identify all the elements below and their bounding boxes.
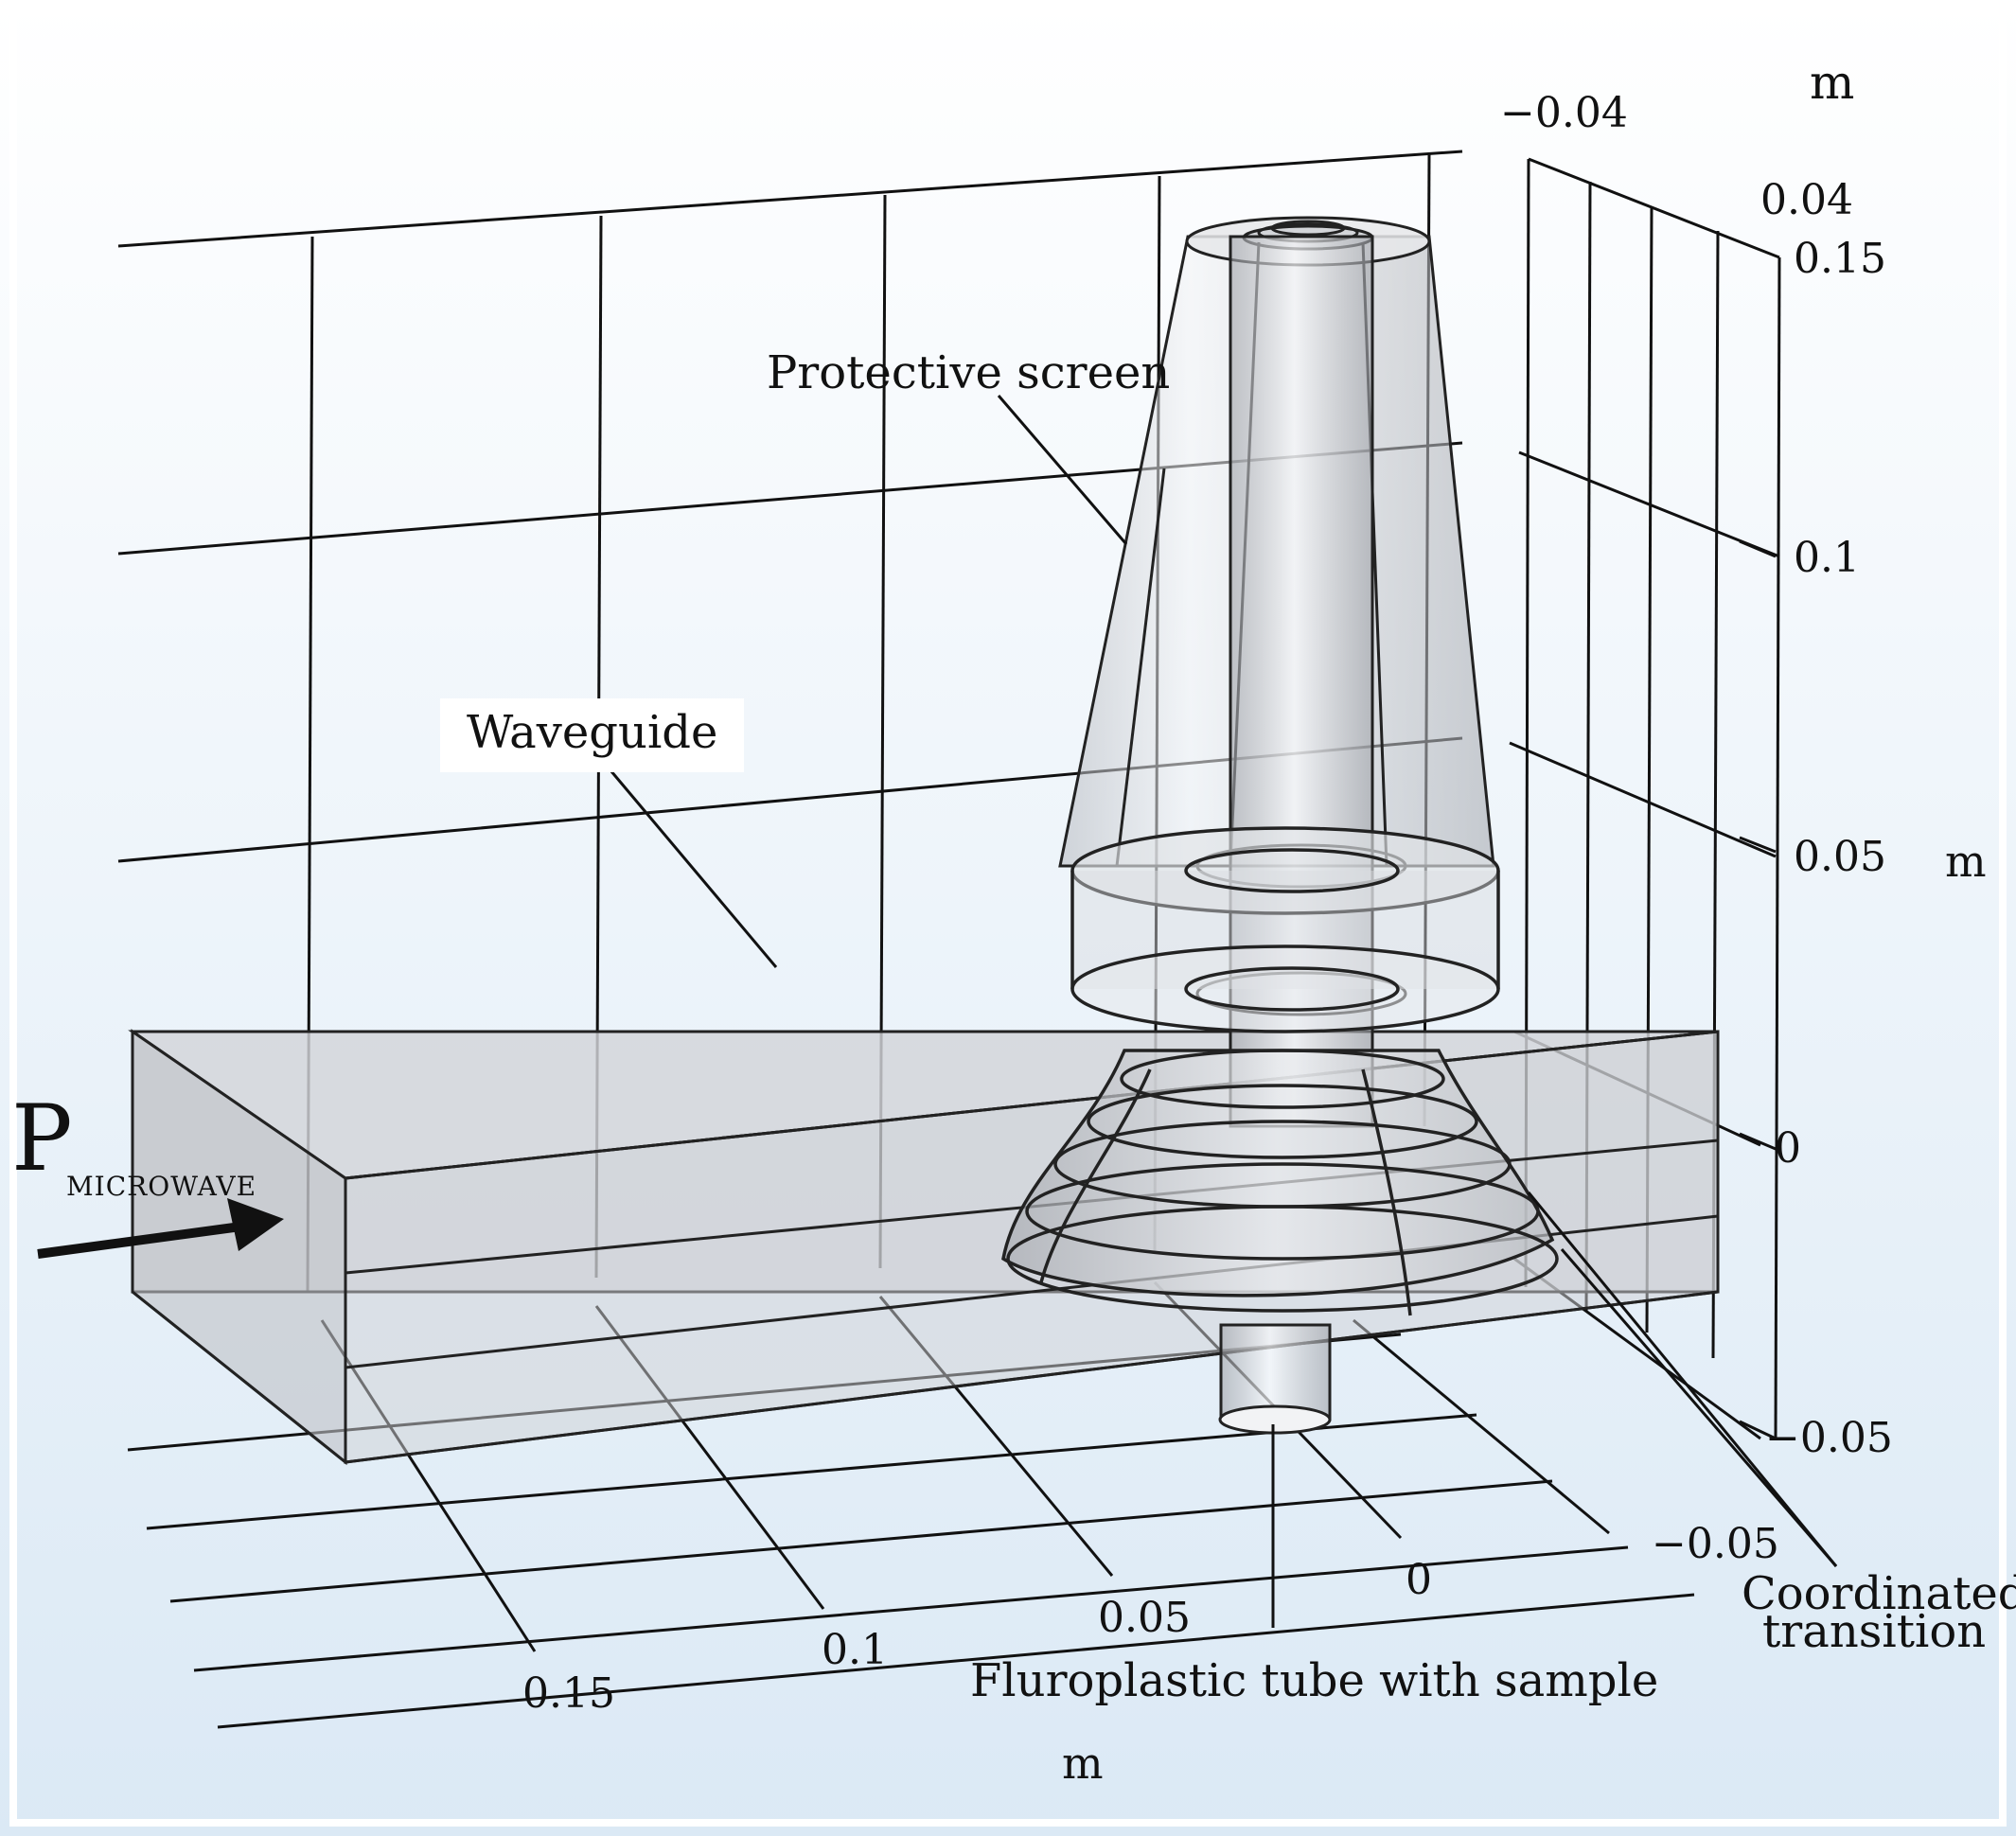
cone-top-inner-3: [1270, 220, 1346, 237]
microwave-input-arrow: [37, 1198, 284, 1259]
waveguide-edge-top-front: [345, 1030, 1719, 1180]
floor-grid-h-2: [146, 1413, 1477, 1530]
vertical-axis-tick-0.15: [1739, 836, 1777, 854]
bell-ring-4: [1087, 1084, 1478, 1159]
transition-label-line2: transition: [1762, 1605, 1987, 1658]
vertical-tick-0: 0: [1775, 1124, 1801, 1173]
right-grid-v-5: [1774, 256, 1781, 1439]
cone-edge-left-2: [1115, 468, 1166, 867]
waveguide-edge-bottom-front: [345, 1290, 1719, 1464]
waveguide-edge-bottom-left: [132, 1290, 346, 1464]
depth-tick-0.04: 0.04: [1760, 176, 1853, 224]
bell-ring-3: [1053, 1120, 1512, 1209]
floor-tick-0.1: 0.1: [822, 1626, 888, 1674]
leader-waveguide: [604, 764, 778, 968]
arrow-shaft: [37, 1221, 249, 1259]
flange-bottom: [1070, 944, 1500, 1033]
arrow-head: [227, 1198, 284, 1251]
tube-label: Fluroplastic tube with sample: [970, 1654, 1659, 1707]
depth-axis-unit: m: [1810, 55, 1855, 110]
floor-tick-neg0.05: −0.05: [1652, 1520, 1779, 1568]
flange-rings: [1070, 826, 1500, 1033]
vertical-tick-0.15: 0.15: [1794, 235, 1886, 283]
vertical-tick-0.05: 0.05: [1794, 833, 1886, 881]
vertical-axis-unit: m: [1945, 836, 1987, 887]
right-grid-top: [1528, 157, 1780, 259]
depth-tick-neg0.04: −0.04: [1500, 89, 1628, 137]
floor-tick-0.05: 0.05: [1098, 1594, 1191, 1642]
floor-grid-h-3: [169, 1479, 1553, 1603]
lower-tube-body: [1219, 1323, 1332, 1421]
power-symbol: P: [11, 1086, 73, 1192]
lower-tube-end: [1218, 1404, 1332, 1435]
floor-grid-h-5: [217, 1593, 1695, 1729]
back-grid-h-1: [117, 150, 1463, 248]
bell-ring-2: [1025, 1162, 1540, 1261]
callout-leaders: [604, 395, 1838, 1628]
leader-transition-1: [1527, 1192, 1838, 1567]
leader-protective-screen: [997, 395, 1128, 545]
floor-axis-unit: m: [1062, 1738, 1104, 1789]
flange-inner-bottom: [1184, 966, 1400, 1012]
transition-label-line1: Coordinated: [1742, 1567, 2016, 1620]
right-grid-plane: [1509, 157, 1781, 1440]
vertical-axis-tick-0.1: [1739, 539, 1777, 558]
protective-screen-label: Protective screen: [767, 346, 1171, 399]
lower-tube: [1218, 1323, 1332, 1435]
vertical-tick-0.1: 0.1: [1794, 534, 1860, 582]
floor-tick-0: 0: [1406, 1556, 1432, 1604]
right-grid-h-1: [1518, 450, 1780, 558]
vertical-tick-neg0.05: −0.05: [1765, 1414, 1893, 1462]
waveguide-label: Waveguide: [440, 698, 745, 772]
power-subscript: MICROWAVE: [66, 1171, 257, 1202]
coordinated-transition-bell: [1001, 1049, 1559, 1316]
inner-frame: [9, 9, 2007, 1827]
right-grid-h-2: [1509, 741, 1777, 858]
bell-seam-right: [1361, 1068, 1412, 1316]
flange-inner-top: [1184, 848, 1400, 893]
floor-grid-h-4: [193, 1545, 1629, 1672]
bell-ring-5: [1120, 1049, 1445, 1109]
vertical-axis-tick-0: [1739, 1132, 1777, 1151]
leader-transition-2: [1560, 1248, 1838, 1567]
vertical-axis-tick-neg: [1739, 1420, 1777, 1440]
bell-seam-left: [1039, 1068, 1152, 1283]
floor-tick-0.15: 0.15: [522, 1669, 615, 1718]
microwave-power-label: P: [11, 1093, 73, 1184]
floor-grid-d-5: [1353, 1318, 1610, 1535]
